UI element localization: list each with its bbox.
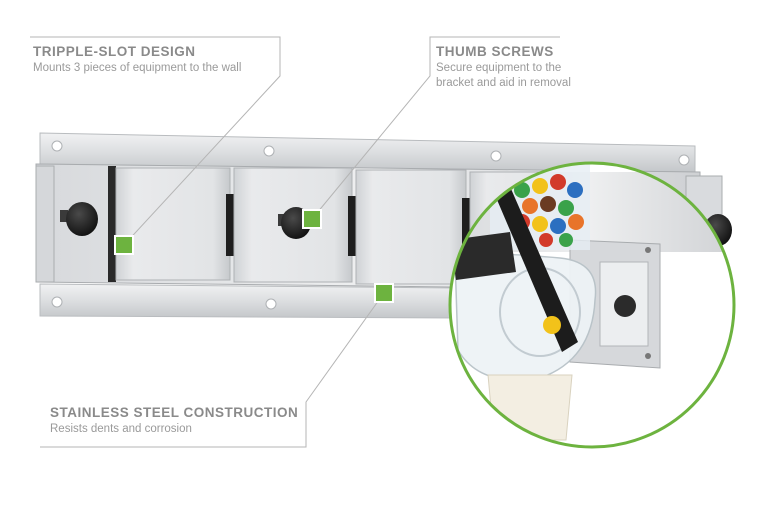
mounting-hole [678,154,690,166]
mounting-hole [51,296,63,308]
callout-stainless-steel: STAINLESS STEEL CONSTRUCTION Resists den… [50,405,320,437]
slot-module [108,166,234,282]
green-square-markers [114,209,394,303]
green-square-marker [114,235,134,255]
green-square-marker [374,283,394,303]
callout-thumb-screws: THUMB SCREWS Secure equipment to the bra… [436,44,636,91]
callout-description: Mounts 3 pieces of equipment to the wall [33,62,242,74]
callout-tripple-slot: TRIPPLE-SLOT DESIGN Mounts 3 pieces of e… [33,44,283,76]
callout-description-line-2: bracket and aid in removal [436,77,571,89]
callout-title: STAINLESS STEEL CONSTRUCTION [50,405,299,420]
callout-title: THUMB SCREWS [436,44,554,59]
callout-description: Resists dents and corrosion [50,423,192,435]
mounting-hole [51,140,63,152]
candy-pieces [514,174,584,247]
callout-title: TRIPPLE-SLOT DESIGN [33,44,196,59]
mounting-hole [490,150,502,162]
bottom-wall-plate [39,283,456,319]
callout-description-line-1: Secure equipment to the [436,62,562,74]
mounting-hole [265,298,277,310]
leader-lines [30,36,560,448]
mounting-hole [263,145,275,157]
slot-module [355,169,470,285]
leader-line-stainless [40,292,385,448]
thumb-screw-knob [60,202,98,236]
green-square-marker [302,209,322,229]
leader-line-thumb-screws [311,36,560,220]
leader-line-tripple-slot [30,36,281,246]
